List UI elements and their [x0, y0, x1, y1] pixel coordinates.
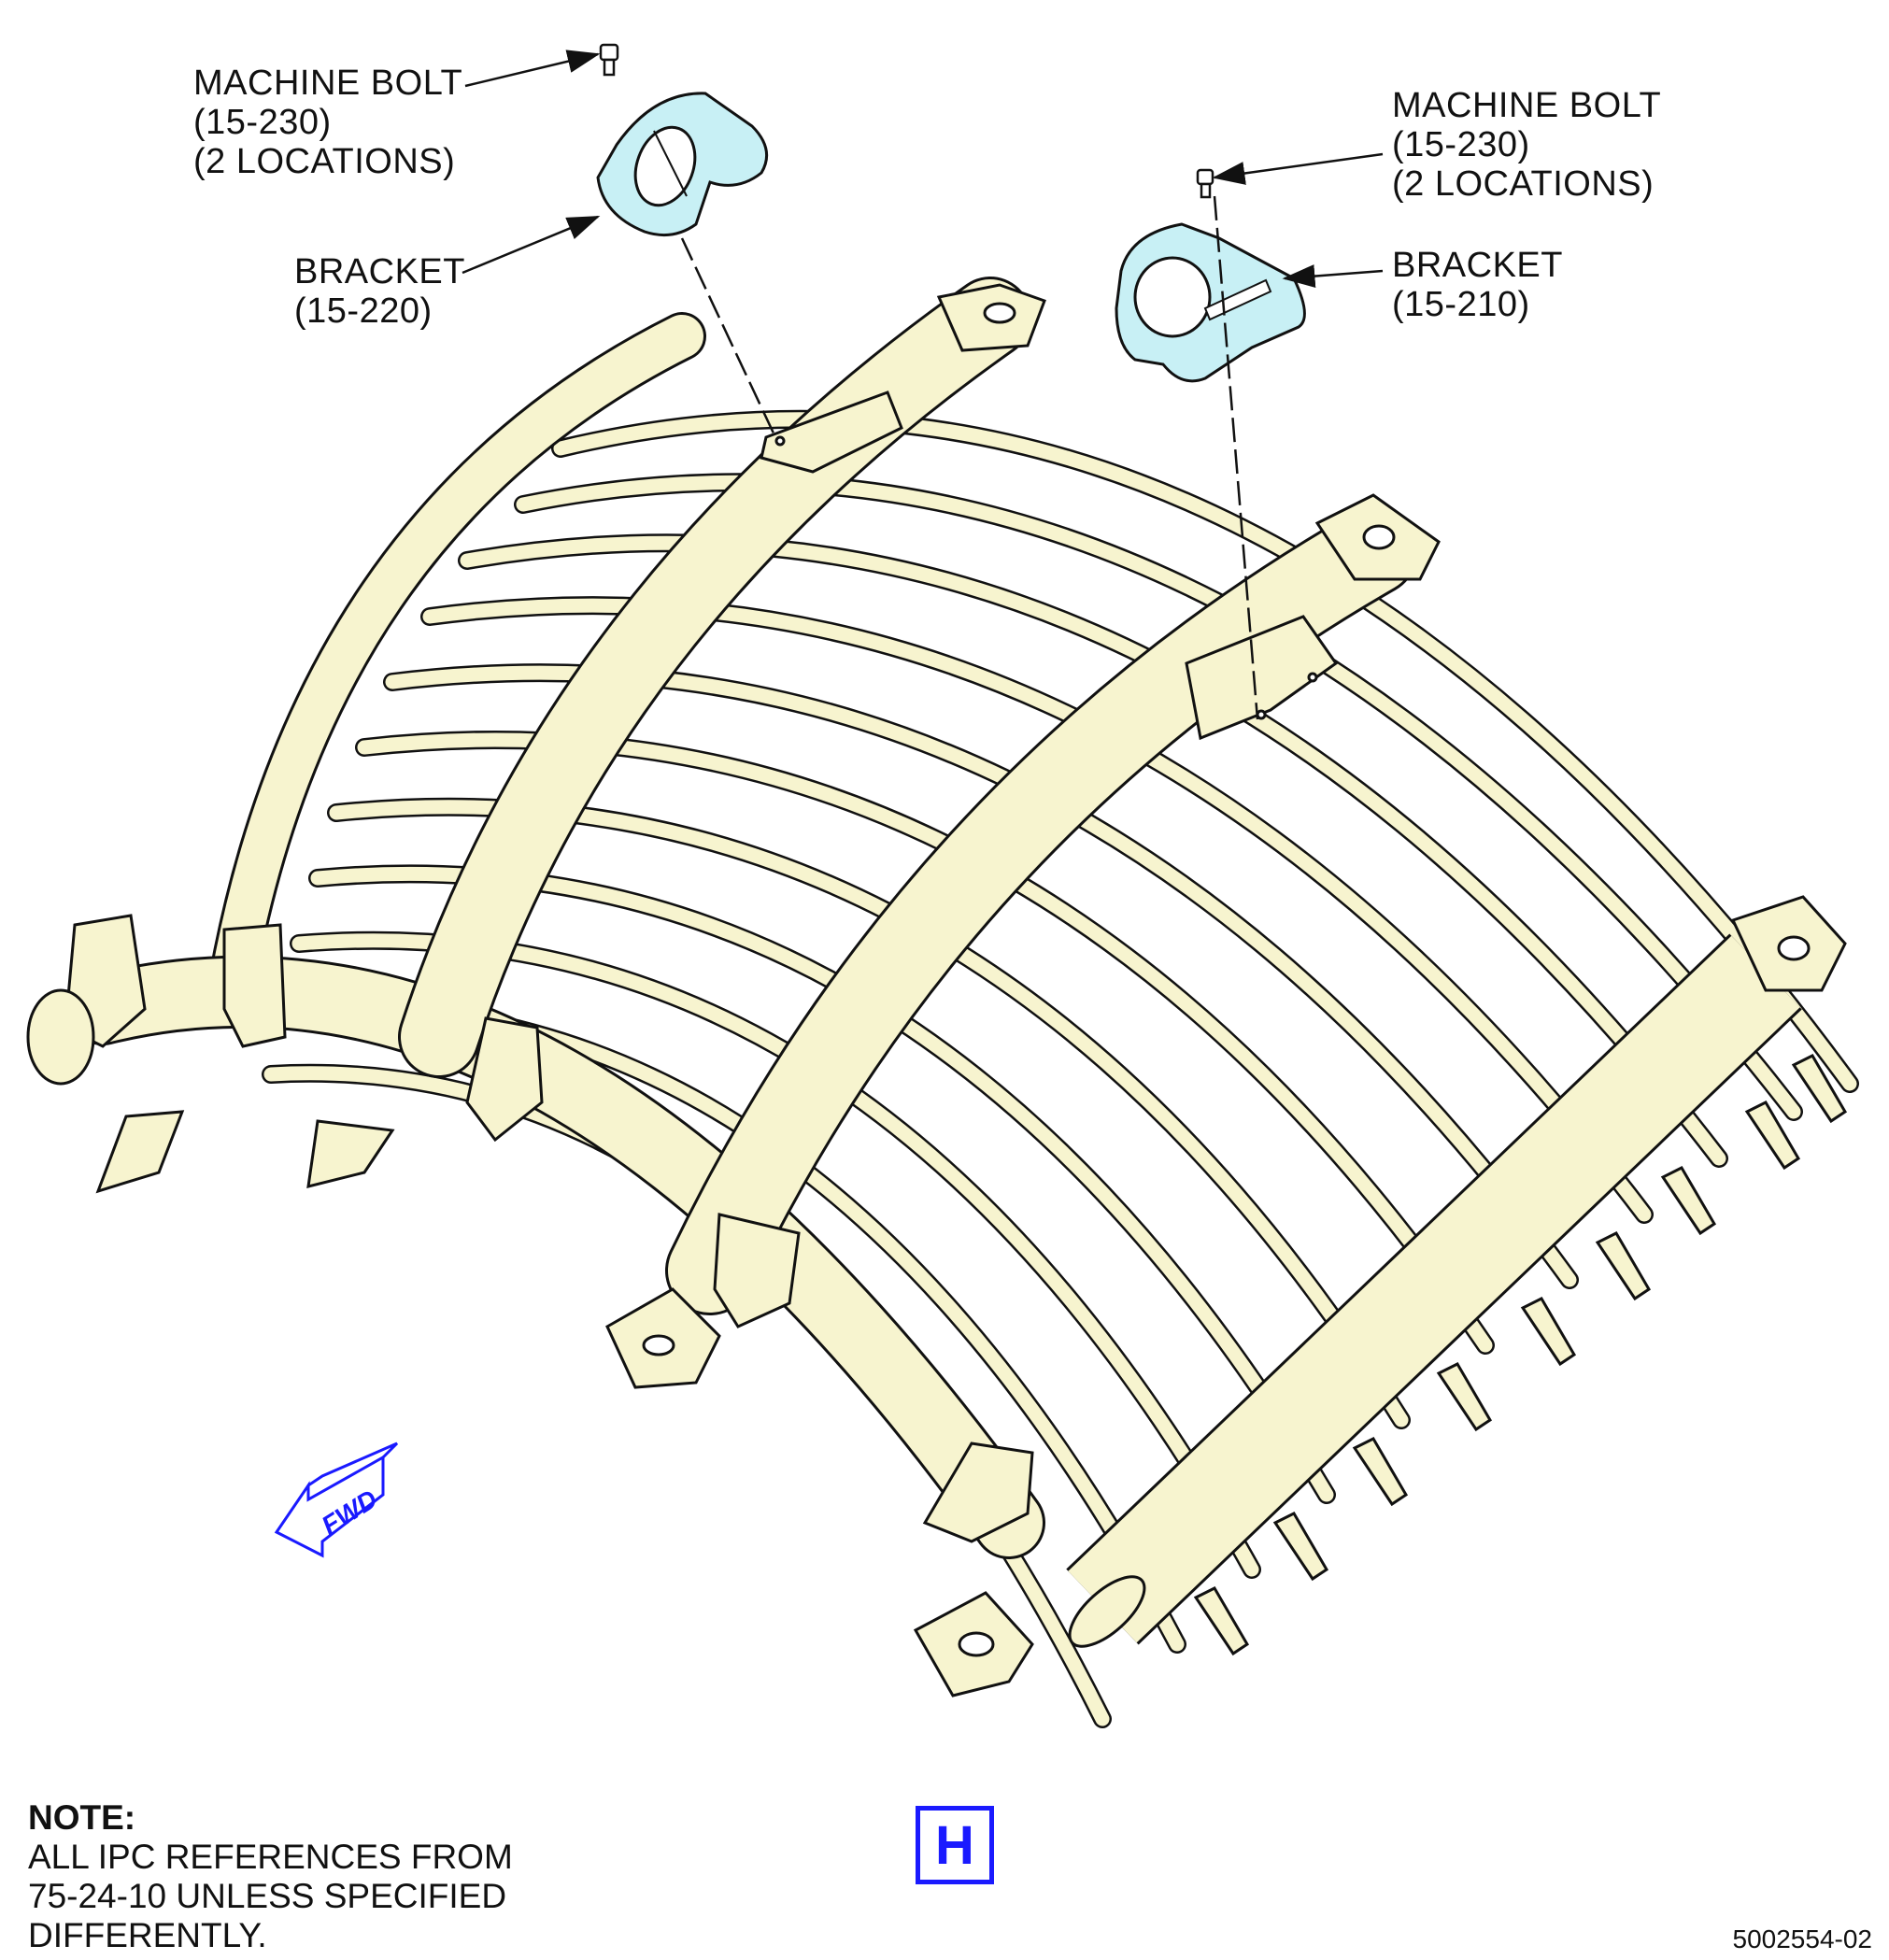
callout-name: MACHINE BOLT: [1392, 86, 1662, 125]
structure-fittings: [26, 283, 1847, 1697]
callout-bracket-right: BRACKET (15-210): [1392, 246, 1563, 324]
note-title: NOTE:: [28, 1798, 136, 1837]
callout-ref: (15-230): [1392, 125, 1530, 164]
callout-ref: (15-230): [193, 103, 332, 142]
callout-name: BRACKET: [1392, 246, 1563, 285]
callout-machine-bolt-left: MACHINE BOLT (15-230) (2 LOCATIONS): [193, 64, 462, 181]
note-block: NOTE: ALL IPC REFERENCES FROM 75-24-10 U…: [28, 1798, 513, 1955]
callout-name: BRACKET: [294, 252, 465, 291]
callout-name: MACHINE BOLT: [193, 64, 463, 103]
callout-ref: (15-210): [1392, 285, 1530, 324]
fwd-arrow: FWD: [274, 1442, 399, 1558]
view-label: H: [935, 1814, 974, 1876]
note-line: 75-24-10 UNLESS SPECIFIED: [28, 1877, 507, 1915]
left-arc-tube: [205, 312, 706, 1024]
mounting-pads: [760, 391, 1339, 741]
callout-machine-bolt-right: MACHINE BOLT (15-230) (2 LOCATIONS): [1392, 86, 1661, 204]
machine-bolt-left-illustration: [599, 43, 619, 77]
callout-qty: (2 LOCATIONS): [193, 142, 456, 181]
bracket-15-220-illustration: [596, 92, 769, 237]
callout-leaders: [462, 50, 1384, 288]
rear-beam: [1066, 933, 1802, 1648]
callout-ref: (15-220): [294, 291, 433, 331]
machine-bolt-right-illustration: [1196, 168, 1214, 199]
view-label-box: H: [916, 1806, 994, 1884]
rib-stubs: [1193, 1054, 1848, 1656]
callout-qty: (2 LOCATIONS): [1392, 164, 1655, 204]
note-line: ALL IPC REFERENCES FROM: [28, 1838, 513, 1876]
figure-id: 5002554-02: [1732, 1924, 1872, 1953]
note-line: DIFFERENTLY.: [28, 1916, 267, 1954]
fwd-arrow-label: FWD: [317, 1484, 383, 1541]
installation-lines: [680, 195, 1259, 720]
callout-bracket-left: BRACKET (15-220): [294, 252, 465, 331]
bracket-15-210-illustration: [1115, 222, 1306, 383]
